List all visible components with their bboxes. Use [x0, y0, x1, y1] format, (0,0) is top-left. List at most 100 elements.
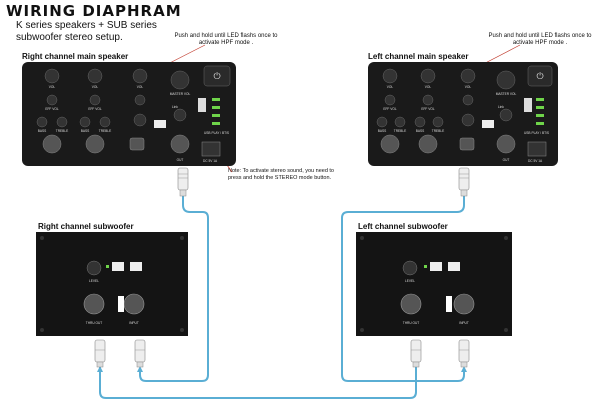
left-sub-panel: LEVEL THRU OUT INPUT [356, 232, 512, 336]
right-speaker-label: Right channel main speaker [22, 52, 129, 61]
eff-vol-knob-2[interactable] [422, 94, 434, 106]
link-knob[interactable] [173, 108, 187, 122]
master-vol-label: MASTER VOL [170, 92, 191, 96]
vol-label: VOL [92, 85, 99, 89]
mode-switch-1[interactable] [430, 262, 442, 271]
eff-vol-knob-2[interactable] [89, 94, 101, 106]
xlr-out-jack[interactable] [496, 134, 516, 154]
thru-out-jack[interactable] [83, 293, 105, 315]
vol-knob-2[interactable] [420, 68, 436, 84]
right-hpf-note: Push and hold until LED flashs once to a… [174, 33, 278, 46]
master-vol-knob[interactable] [170, 70, 190, 90]
right-sub-label: Right channel subwoofer [38, 222, 134, 231]
eff-vol-knob-1[interactable] [384, 94, 396, 106]
diagram-subtitle: K series speakers + SUB series subwoofer… [16, 20, 157, 43]
led-indicators [536, 98, 544, 125]
stereo-note: Note: To activate stereo sound, you need… [228, 168, 334, 181]
master-vol-knob[interactable] [496, 70, 516, 90]
level-knob[interactable] [402, 260, 418, 276]
mode-switch-2[interactable] [448, 262, 460, 271]
vol-knob-3[interactable] [132, 68, 148, 84]
power-button[interactable] [527, 65, 553, 87]
echo-knob[interactable] [461, 113, 475, 127]
input-jack-3[interactable] [129, 137, 145, 151]
eff-vol-knob-3[interactable] [134, 94, 146, 106]
left-sub-label: Left channel subwoofer [358, 222, 448, 231]
arrow-icon [97, 366, 103, 372]
cable-right-speaker-to-sub [139, 195, 209, 382]
usb-slot[interactable] [198, 98, 206, 112]
input-label: INPUT [129, 321, 139, 325]
treble-knob-2[interactable] [99, 116, 111, 128]
treble-label: TREBLE [432, 129, 444, 133]
cable-right-sub-to-left-sub [99, 366, 417, 399]
dc-jack[interactable] [201, 141, 221, 157]
out-label: OUT [503, 158, 510, 162]
hpf-button[interactable] [154, 120, 166, 128]
usb-slot[interactable] [524, 98, 532, 112]
treble-knob[interactable] [56, 116, 68, 128]
vol-knob-1[interactable] [44, 68, 60, 84]
master-vol-label: MASTER VOL [496, 92, 517, 96]
screw-icon [504, 328, 508, 332]
vol-knob-1[interactable] [382, 68, 398, 84]
xlr-plug-left-speaker [458, 167, 470, 197]
screw-icon [360, 236, 364, 240]
mode-switch-2[interactable] [130, 262, 142, 271]
bass-knob-2[interactable] [79, 116, 91, 128]
input-jack-3[interactable] [459, 137, 475, 151]
status-led [106, 265, 109, 268]
hpf-button[interactable] [482, 120, 494, 128]
level-knob[interactable] [86, 260, 102, 276]
right-sub-panel: LEVEL THRU OUT INPUT [36, 232, 188, 336]
xlr-plug-right-sub-thru [94, 339, 106, 368]
treble-knob-2[interactable] [432, 116, 444, 128]
vol-label: VOL [465, 85, 472, 89]
led-indicators [212, 98, 220, 125]
power-icon: ⏻ [213, 71, 220, 81]
screw-icon [504, 236, 508, 240]
out-label: OUT [177, 158, 184, 162]
xlr-plug-right-speaker [177, 167, 189, 197]
thru-out-jack[interactable] [400, 293, 422, 315]
power-button[interactable] [203, 65, 231, 87]
eff-vol-label: EFF VOL [45, 107, 59, 111]
treble-label: TREBLE [56, 129, 68, 133]
usb-label: USB PLAY / BT/S [524, 131, 549, 135]
bass-knob[interactable] [36, 116, 48, 128]
dc-label: DC 5V 1A [203, 159, 218, 163]
eff-vol-label: EFF VOL [421, 107, 435, 111]
level-label: LEVEL [405, 279, 415, 283]
latch-icon [118, 296, 124, 312]
dc-jack[interactable] [527, 141, 547, 157]
bass-knob-2[interactable] [414, 116, 426, 128]
vol-knob-3[interactable] [460, 68, 476, 84]
arrow-icon [137, 366, 143, 372]
bass-knob[interactable] [376, 116, 388, 128]
combo-jack-2[interactable] [85, 134, 105, 154]
bass-label: BASS [38, 129, 47, 133]
echo-knob[interactable] [133, 113, 147, 127]
xlr-out-jack[interactable] [170, 134, 190, 154]
combo-jack-1[interactable] [380, 134, 400, 154]
treble-knob[interactable] [394, 116, 406, 128]
input-jack[interactable] [453, 293, 475, 315]
level-label: LEVEL [89, 279, 99, 283]
mode-switch-1[interactable] [112, 262, 124, 271]
xlr-plug-right-sub-input [134, 339, 146, 368]
screw-icon [180, 328, 184, 332]
eff-vol-knob-3[interactable] [462, 94, 474, 106]
eff-vol-knob-1[interactable] [46, 94, 58, 106]
input-jack[interactable] [123, 293, 145, 315]
input-label: INPUT [459, 321, 469, 325]
bass-label: BASS [416, 129, 425, 133]
vol-knob-2[interactable] [87, 68, 103, 84]
eff-vol-label: EFF VOL [88, 107, 102, 111]
power-icon: ⏻ [536, 71, 543, 81]
combo-jack-1[interactable] [42, 134, 62, 154]
combo-jack-2[interactable] [418, 134, 438, 154]
link-knob[interactable] [499, 108, 513, 122]
right-speaker-panel: ⏻ VOL VOL VOL EFF VOL EFF VOL BASS TREBL… [22, 62, 236, 166]
left-speaker-panel: ⏻ VOL VOL VOL EFF VOL EFF VOL BASS TREBL… [368, 62, 558, 166]
